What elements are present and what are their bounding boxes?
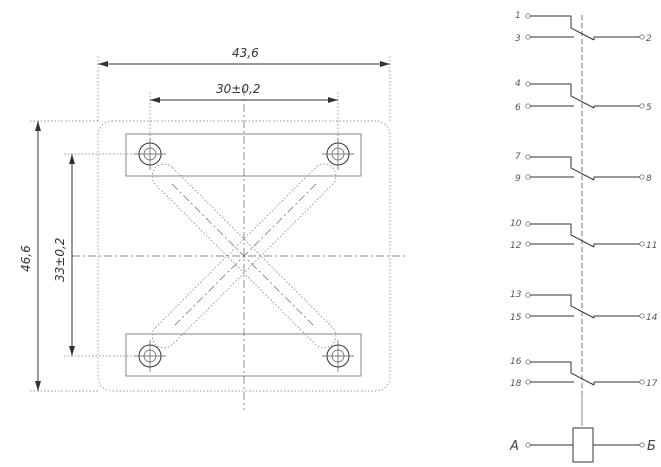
pin-11: 11 [646, 241, 657, 251]
pin-18: 18 [510, 379, 522, 389]
pin-8: 8 [646, 174, 652, 184]
pin-13: 13 [510, 290, 522, 300]
dim-overall-width: 43,6 [97, 46, 391, 121]
contact-group-6: 16 18 17 [510, 357, 658, 389]
dim-hole-spacing-x-label: 30±0,2 [216, 82, 260, 96]
pin-7: 7 [515, 152, 521, 162]
x-slot [151, 163, 337, 349]
dim-overall-height: 46,6 [19, 120, 98, 392]
dim-overall-height-label: 46,6 [19, 245, 33, 272]
relay-coil: A Б [509, 427, 656, 463]
pin-14: 14 [646, 313, 658, 323]
contact-group-3: 7 9 8 [515, 152, 652, 184]
coil-terminal-a: A [509, 439, 519, 454]
top-mounting-bar [125, 133, 362, 177]
pin-12: 12 [510, 241, 522, 251]
pin-17: 17 [646, 379, 658, 389]
pin-2: 2 [646, 34, 652, 44]
pin-16: 16 [510, 357, 522, 367]
pin-10: 10 [510, 219, 522, 229]
pin-9: 9 [515, 174, 521, 184]
pin-5: 5 [646, 103, 652, 113]
contact-group-1: 1 3 2 [515, 11, 652, 44]
mounting-hole-bottom-right [322, 340, 354, 372]
coil-symbol [572, 427, 594, 463]
dim-hole-spacing-y-label: 33±0,2 [53, 238, 67, 282]
contact-group-2: 4 6 5 [515, 79, 652, 113]
dim-overall-width-label: 43,6 [232, 46, 259, 60]
relay-schematic: 1 3 2 4 6 5 7 9 8 [509, 11, 658, 463]
mounting-plate-drawing: 43,6 30±0,2 46,6 33±0,2 [19, 46, 408, 410]
pin-4: 4 [515, 79, 521, 89]
contact-group-4: 10 12 11 [510, 219, 657, 251]
pin-15: 15 [510, 313, 522, 323]
coil-terminal-b: Б [647, 439, 656, 454]
bottom-mounting-bar [125, 333, 362, 377]
pin-1: 1 [515, 11, 521, 21]
pin-6: 6 [515, 103, 521, 113]
pin-3: 3 [515, 34, 521, 44]
contact-group-5: 13 15 14 [510, 290, 658, 323]
dim-hole-spacing-x: 30±0,2 [149, 82, 339, 143]
dim-hole-spacing-y: 33±0,2 [53, 153, 139, 357]
plate-outline [97, 120, 391, 392]
